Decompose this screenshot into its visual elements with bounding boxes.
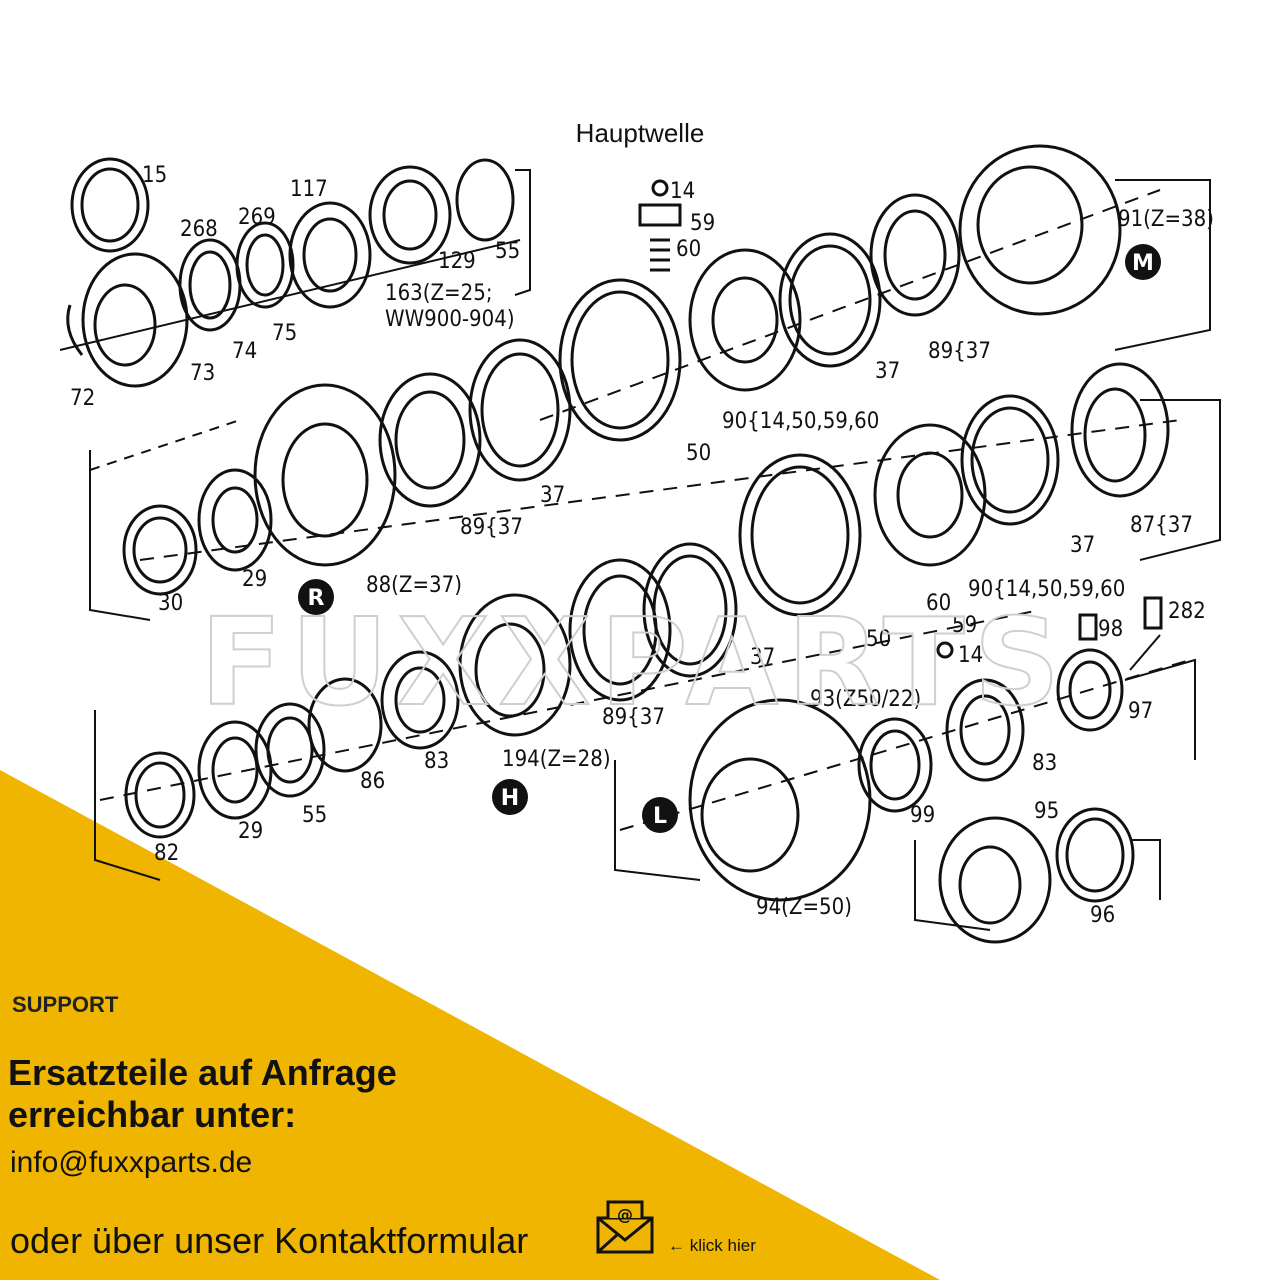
label-55: 55 — [302, 803, 327, 828]
label-60: 60 — [926, 591, 951, 616]
label-29: 29 — [242, 567, 267, 592]
label-93: 93(Z50/22) — [810, 687, 921, 712]
row3-parts — [124, 542, 1163, 944]
label-59: 59 — [690, 211, 715, 236]
arrow-left-icon: ← — [668, 1236, 685, 1255]
label-60: 60 — [676, 237, 701, 262]
label-89: 89{37 — [460, 515, 523, 540]
label-163: 163(Z=25; — [385, 281, 493, 306]
row1-parts — [66, 144, 1122, 442]
label-72: 72 — [70, 386, 95, 411]
label-94: 94(Z=50) — [756, 895, 852, 920]
support-line1: Ersatzteile auf Anfrage — [8, 1052, 397, 1093]
label-89: 89{37 — [928, 339, 991, 364]
label-15: 15 — [142, 163, 167, 188]
label-129: 129 — [438, 249, 476, 274]
label-74: 74 — [232, 339, 257, 364]
label-98: 98 — [1098, 617, 1123, 642]
support-heading: SUPPORT — [12, 992, 119, 1017]
badge-r: R — [308, 586, 325, 611]
support-email-link[interactable]: info@fuxxparts.de — [10, 1146, 253, 1179]
label-59: 59 — [952, 613, 977, 638]
support-banner — [0, 770, 940, 1280]
gear-badges: M R H L — [298, 244, 1161, 833]
label-90: 90{14,50,59,60 — [968, 577, 1125, 602]
support-line2: erreichbar unter: — [8, 1094, 297, 1135]
label-269: 269 — [238, 205, 276, 230]
diagram-title: Hauptwelle — [575, 118, 705, 148]
label-194: 194(Z=28) — [502, 747, 611, 772]
label-268: 268 — [180, 217, 218, 242]
label-95: 95 — [1034, 799, 1059, 824]
label-37: 37 — [540, 483, 565, 508]
svg-text:@: @ — [617, 1205, 633, 1224]
label-83: 83 — [424, 749, 449, 774]
label-50: 50 — [866, 627, 891, 652]
badge-h: H — [501, 786, 519, 811]
label-91: 91(Z=38) — [1118, 207, 1214, 232]
label-14: 14 — [670, 179, 695, 204]
label-82: 82 — [154, 841, 179, 866]
click-here-link[interactable]: ← klick hier — [668, 1236, 756, 1256]
label-37: 37 — [750, 645, 775, 670]
watermark-text: FUXXPARTS — [200, 600, 1060, 720]
shaft-axes — [59, 169, 1221, 931]
label-88: 88(Z=37) — [366, 573, 462, 598]
badge-l: L — [653, 804, 667, 829]
row2-parts — [122, 338, 1170, 617]
label-37: 37 — [1070, 533, 1095, 558]
label-50: 50 — [686, 441, 711, 466]
label-99: 99 — [910, 803, 935, 828]
label-96: 96 — [1090, 903, 1115, 928]
support-headline: Ersatzteile auf Anfrage erreichbar unter… — [8, 1052, 397, 1136]
label-282: 282 — [1168, 599, 1206, 624]
label-14: 14 — [958, 643, 983, 668]
part-labels: 15 268 269 117 129 55 163(Z=25; WW900-90… — [70, 163, 1214, 928]
label-37: 37 — [875, 359, 900, 384]
watermark: FUXXPARTS — [200, 600, 1061, 720]
label-87: 87{37 — [1130, 513, 1193, 538]
label-ww: WW900-904) — [385, 307, 515, 332]
label-97: 97 — [1128, 699, 1153, 724]
label-89: 89{37 — [602, 705, 665, 730]
label-117: 117 — [290, 177, 328, 202]
label-73: 73 — [190, 361, 215, 386]
label-83: 83 — [1032, 751, 1057, 776]
label-55: 55 — [495, 239, 520, 264]
label-86: 86 — [360, 769, 385, 794]
label-29: 29 — [238, 819, 263, 844]
envelope-at-icon[interactable]: @ — [596, 1198, 654, 1254]
click-here-text: klick hier — [689, 1236, 756, 1255]
label-75: 75 — [272, 321, 297, 346]
contact-form-text: oder über unser Kontaktformular — [10, 1220, 529, 1261]
label-90: 90{14,50,59,60 — [722, 409, 879, 434]
label-30: 30 — [158, 591, 183, 616]
badge-m: M — [1132, 251, 1154, 276]
